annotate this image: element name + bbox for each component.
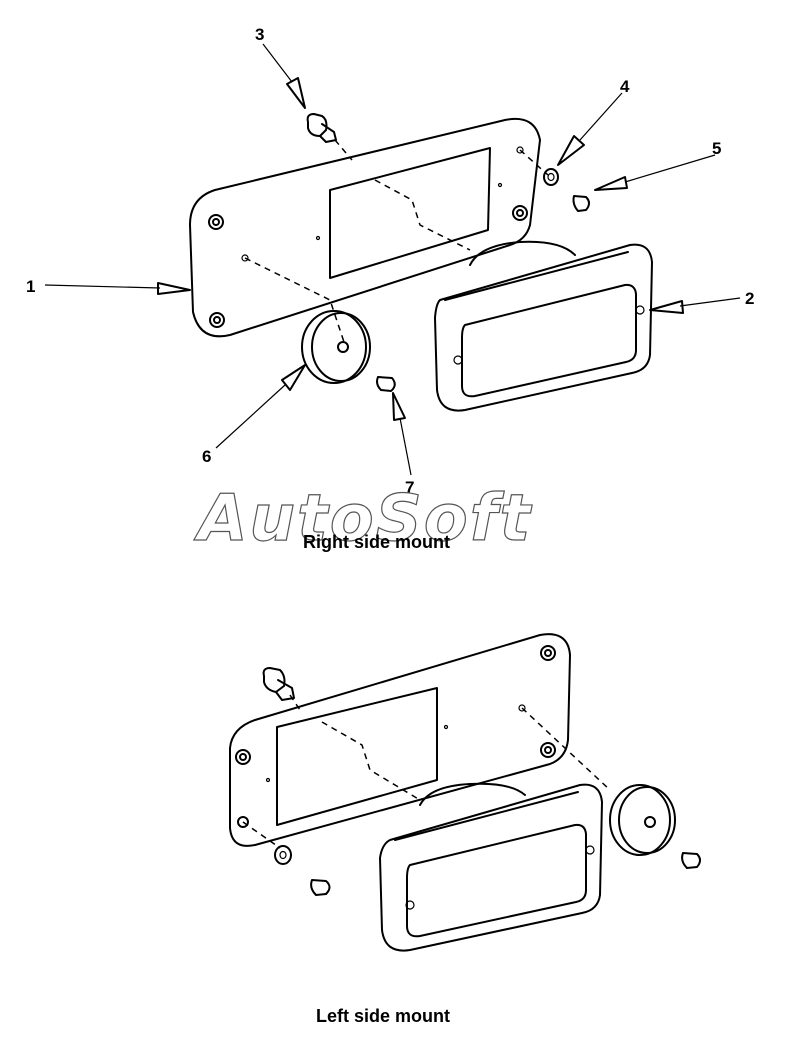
callout-3: 3	[255, 25, 264, 44]
mounting-plate-right	[189, 118, 541, 338]
callout-5: 5	[712, 139, 721, 158]
fog-lamp-right	[434, 240, 653, 412]
screw-7	[376, 376, 396, 392]
washer-left	[274, 845, 292, 865]
bolt-3	[306, 113, 337, 143]
screw-cap-left	[681, 852, 701, 869]
right-side-mount-assembly: 1 2 3 4 5 6 7	[26, 25, 754, 497]
fog-lamp-left	[379, 782, 603, 952]
callout-4: 4	[620, 77, 630, 96]
rubber-cap-left	[609, 784, 676, 856]
callout-1: 1	[26, 277, 35, 296]
mounting-plate-left	[229, 633, 571, 847]
washer-4	[543, 168, 559, 186]
left-side-mount-assembly	[229, 633, 701, 952]
rubber-cap-right	[301, 310, 371, 384]
bolt-left	[262, 667, 295, 701]
caption-right-side-mount: Right side mount	[303, 532, 450, 552]
callout-7: 7	[405, 478, 414, 497]
caption-left-side-mount: Left side mount	[316, 1006, 450, 1026]
screw-5	[572, 195, 590, 212]
callout-6: 6	[202, 447, 211, 466]
callout-2: 2	[745, 289, 754, 308]
watermark: AutoSoft	[193, 482, 533, 556]
callout-leaders	[44, 43, 741, 476]
screw-left	[310, 879, 331, 896]
